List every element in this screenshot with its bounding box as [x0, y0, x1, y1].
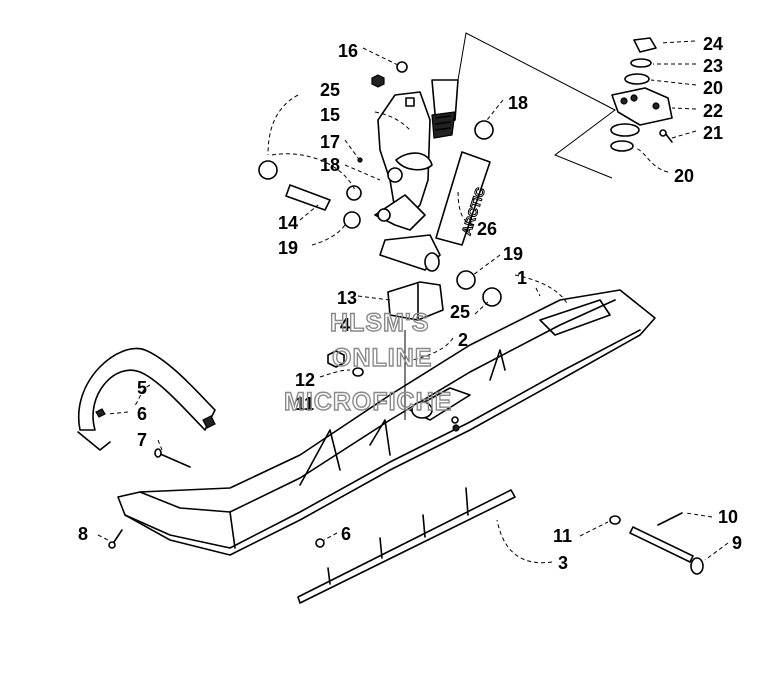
- callout-4: 4: [340, 315, 350, 335]
- callout-18-left: 18: [320, 155, 340, 175]
- ski-body: [117, 289, 656, 556]
- callout-6: 6: [137, 404, 147, 424]
- callout-11: 11: [295, 394, 314, 414]
- ski-runner: [297, 487, 516, 604]
- steering-arm-assembly: [610, 37, 673, 152]
- callout-22: 22: [703, 101, 723, 121]
- callout-labels: 24 23 20 22 21 20 16 25 15 18 17 18 14 2…: [78, 34, 742, 573]
- callout-3: 3: [558, 553, 568, 573]
- callout-16: 16: [338, 41, 358, 61]
- hardware: [108, 350, 704, 575]
- ski-loop-handle: [77, 347, 216, 451]
- callout-18: 18: [508, 93, 528, 113]
- callout-11-lower: 11: [553, 526, 572, 546]
- callout-25: 25: [320, 80, 340, 100]
- callout-15: 15: [320, 105, 340, 125]
- callout-13: 13: [337, 288, 357, 308]
- assembly-lines: [404, 32, 616, 420]
- callout-12: 12: [295, 370, 315, 390]
- callout-6-lower: 6: [341, 524, 351, 544]
- watermark-line-1: HLSM'S: [330, 309, 429, 337]
- callout-9: 9: [732, 533, 742, 553]
- callout-25-lower: 25: [450, 302, 470, 322]
- callout-8: 8: [78, 524, 88, 544]
- callout-5: 5: [137, 378, 147, 398]
- spindle: [374, 79, 459, 231]
- callout-20-lower: 20: [674, 166, 694, 186]
- callout-20: 20: [703, 78, 723, 98]
- callout-24: 24: [703, 34, 723, 54]
- callout-21: 21: [703, 123, 723, 143]
- callout-2: 2: [458, 330, 468, 350]
- callout-19-right: 19: [503, 244, 523, 264]
- leader-lines: [97, 40, 729, 564]
- watermark-line-3: MICROFICHE: [284, 388, 452, 416]
- watermark: HLSM'S ONLINE MICROFICHE: [283, 308, 452, 416]
- bracket-assembly: [258, 61, 502, 424]
- watermark-line-2: ONLINE: [332, 344, 432, 372]
- callout-23: 23: [703, 56, 723, 76]
- callout-1: 1: [517, 268, 527, 288]
- callout-17: 17: [320, 132, 340, 152]
- callout-26: 26: [477, 219, 497, 239]
- callout-19-left: 19: [278, 238, 298, 258]
- callout-10: 10: [718, 507, 738, 527]
- callout-7: 7: [137, 430, 147, 450]
- callout-14: 14: [278, 213, 298, 233]
